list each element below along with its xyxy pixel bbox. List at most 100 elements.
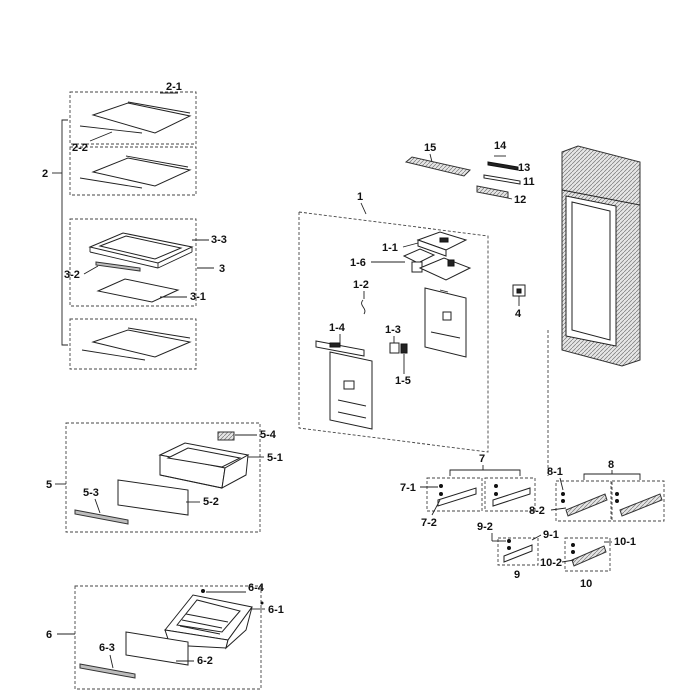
part-13 (487, 161, 519, 171)
label-10: 10 (580, 578, 592, 590)
group-3-box (69, 218, 197, 307)
shelf-2-1-box (69, 91, 197, 145)
group-1-box (298, 211, 489, 453)
label-12: 12 (514, 194, 526, 206)
group-10-box (564, 537, 611, 572)
duct-panel-1-4 (315, 340, 373, 430)
label-9: 9 (514, 569, 520, 581)
label-4: 4 (515, 308, 522, 320)
refrigerator-cabinet (547, 145, 641, 476)
drawer-clip-6-4 (201, 589, 205, 593)
group-8-box-a (555, 480, 612, 522)
label-1: 1 (357, 191, 363, 203)
part-11 (483, 174, 521, 185)
label-11: 11 (523, 176, 535, 188)
spring-1-2 (361, 299, 366, 315)
part-12 (476, 185, 509, 199)
label-1-1: 1-1 (382, 242, 398, 254)
crisper-cover-group-3: 3-3 3 3-2 3-1 (64, 218, 227, 307)
group-5-box (65, 422, 261, 533)
label-8-2: 8-2 (529, 505, 545, 517)
rail-9 (503, 544, 533, 563)
cover-frame-3-3 (88, 232, 194, 269)
group-8-box-b (611, 480, 665, 522)
label-3: 3 (219, 263, 225, 275)
drawer-bin-5-1 (158, 442, 250, 489)
motor-1-5 (400, 343, 408, 354)
glass-shelf-2-d (81, 327, 192, 361)
label-8: 8 (608, 459, 614, 471)
drawer-bin-6-1 (164, 589, 253, 650)
label-6-2: 6-2 (197, 655, 213, 667)
label-2: 2 (42, 168, 48, 180)
label-10-1: 10-1 (614, 536, 636, 548)
label-2-1: 2-1 (166, 81, 182, 93)
drawer-label-5-4 (217, 431, 235, 441)
cover-glass-3-1 (96, 278, 180, 303)
duct-part-1-6 (402, 248, 472, 281)
label-6-3: 6-3 (99, 642, 115, 654)
shelf-2-box-b (69, 146, 197, 196)
drawer-trim-5-3 (74, 509, 129, 525)
shelf-group-2: 2-1 2-2 2 (42, 81, 197, 370)
label-3-2: 3-2 (64, 269, 80, 281)
part-15 (404, 156, 471, 177)
drawer-group-5: 5-4 5-1 5-2 5-3 5 (46, 422, 283, 533)
rail-7-a (437, 484, 477, 507)
label-14: 14 (494, 140, 507, 152)
cover-trim-3-2 (95, 261, 141, 272)
label-5-3: 5-3 (83, 487, 99, 499)
label-1-6: 1-6 (350, 257, 366, 269)
drawer-trim-6-3 (79, 663, 136, 679)
label-13: 13 (518, 162, 530, 174)
label-7-2: 7-2 (421, 517, 437, 529)
rail-7-b (492, 484, 531, 507)
rail-8-a (565, 493, 608, 517)
drawer-group-6: 6-4 6-1 6-2 6-3 6 (46, 582, 284, 690)
group-6-box (74, 585, 262, 690)
label-5-4: 5-4 (260, 429, 277, 441)
label-1-2: 1-2 (353, 279, 369, 291)
group-9: 9-2 9-1 9 (477, 521, 559, 581)
rail-8-b (619, 493, 663, 517)
rail-10 (571, 545, 607, 567)
label-7: 7 (479, 453, 485, 465)
label-10-2: 10-2 (540, 557, 562, 569)
label-9-1: 9-1 (543, 529, 559, 541)
label-15: 15 (424, 142, 436, 154)
label-6: 6 (46, 629, 52, 641)
group-9-box (497, 537, 539, 566)
label-5: 5 (46, 479, 52, 491)
label-1-5: 1-5 (395, 375, 411, 387)
label-3-3: 3-3 (211, 234, 227, 246)
damper-1-3 (389, 342, 400, 354)
label-1-3: 1-3 (385, 324, 401, 336)
label-1-4: 1-4 (329, 322, 346, 334)
label-5-2: 5-2 (203, 496, 219, 508)
drawer-front-5-2 (117, 479, 189, 516)
label-9-2: 9-2 (477, 521, 493, 533)
duct-group-1: 1 1-1 1-6 1-2 1-4 1-3 1-5 (298, 191, 489, 453)
small-parts-11-15: 15 14 13 11 12 (404, 140, 535, 206)
label-7-1: 7-1 (400, 482, 416, 494)
label-6-1: 6-1 (268, 604, 284, 616)
group-10: 10-1 10-2 10 (540, 536, 636, 590)
label-5-1: 5-1 (267, 452, 283, 464)
label-3-1: 3-1 (190, 291, 206, 303)
group-7-bracket (449, 469, 521, 476)
duct-cap-1-1 (416, 231, 468, 257)
group-8-bracket (583, 473, 641, 480)
shelf-2-box-d (69, 318, 197, 370)
label-2-2: 2-2 (72, 142, 88, 154)
glass-shelf-2-1 (79, 101, 192, 134)
group-7: 7 7-1 7-2 (400, 453, 536, 529)
label-8-1: 8-1 (547, 466, 563, 478)
glass-shelf-2-b (79, 155, 192, 189)
group-8: 8 8-1 8-2 (529, 459, 665, 522)
drawer-front-6-2 (125, 631, 189, 666)
group-2-bracket (61, 119, 68, 346)
part-4 (512, 284, 526, 297)
group-7-box-b (484, 477, 536, 512)
duct-cover-right (424, 287, 467, 358)
